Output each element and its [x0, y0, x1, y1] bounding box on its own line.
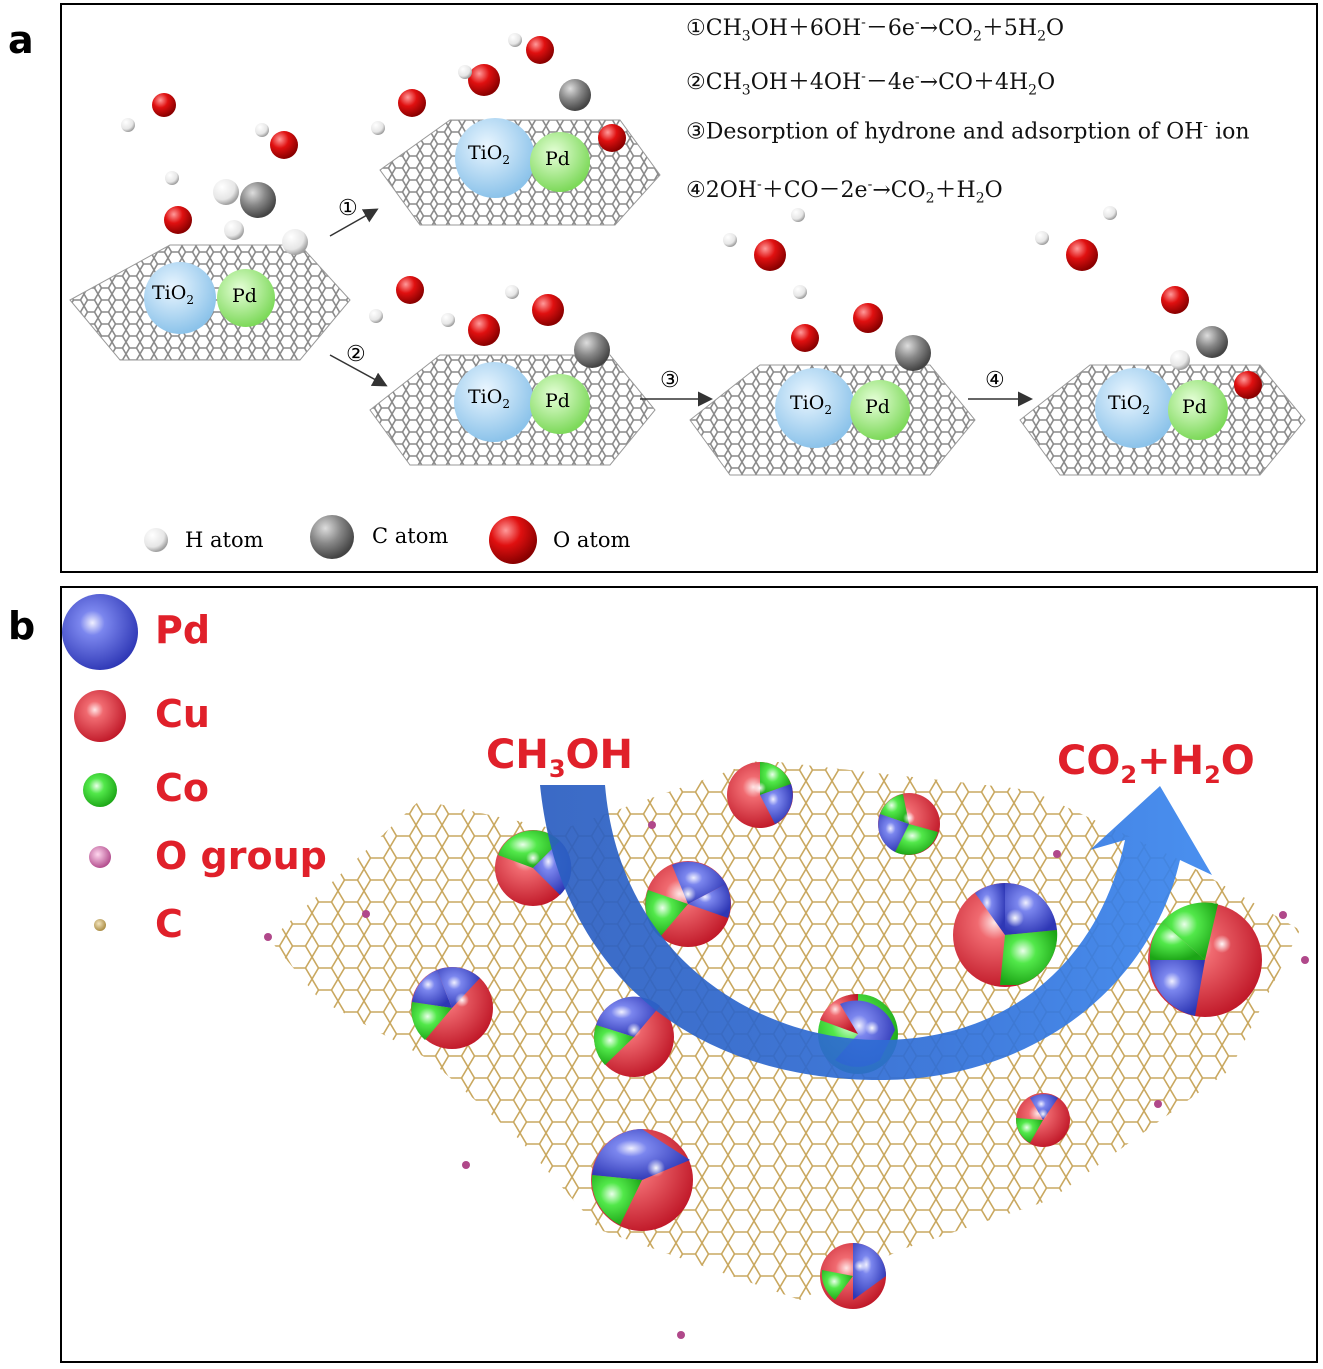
pd-label-2: Pd [545, 148, 570, 170]
equation-3: ③Desorption of hydrone and adsorption of… [686, 118, 1250, 145]
legend-o-group-label: O group [155, 834, 327, 878]
legend-co-label: Co [155, 766, 209, 810]
product-label: CO2+H2O [1057, 738, 1255, 789]
arrow-step-2 [329, 354, 388, 387]
panel-b-frame [60, 586, 1318, 1363]
tio2-label-2: TiO2 [468, 142, 510, 167]
step-label-3: ③ [660, 368, 680, 393]
legend-pd-sphere [62, 594, 138, 670]
tio2-label-4: TiO2 [790, 392, 832, 417]
tio2-label-1: TiO2 [152, 282, 194, 307]
catalyst-structure-1 [69, 93, 351, 361]
tio2-label-5: TiO2 [1108, 392, 1150, 417]
pd-label-1: Pd [232, 285, 257, 307]
legend-c-atom-label: C atom [372, 524, 449, 548]
legend-o-group-sphere [89, 846, 111, 868]
panel-a-label: a [8, 18, 34, 62]
catalyst-structure-2 [371, 33, 661, 226]
arrow-step-1 [329, 208, 379, 237]
reaction-arrow [540, 785, 1212, 1080]
step-label-4: ④ [985, 368, 1005, 393]
pd-label-5: Pd [1182, 396, 1207, 418]
legend-pd-label: Pd [155, 608, 211, 652]
legend-co-sphere [83, 773, 117, 807]
legend-h-atom-ball [144, 528, 168, 552]
legend-c-atom-ball [310, 515, 354, 559]
pd-label-3: Pd [545, 390, 570, 412]
equation-1: ①CH3OH＋6OH-－6e-→CO2＋5H2O [686, 14, 1065, 45]
legend-h-atom-label: H atom [185, 528, 264, 552]
legend-o-atom-ball [489, 516, 537, 564]
panel-a-frame [60, 3, 1318, 573]
legend-c-label: C [155, 902, 183, 946]
equation-2: ②CH3OH＋4OH-－4e-→CO＋4H2O [686, 68, 1056, 99]
legend-o-atom-label: O atom [553, 528, 631, 552]
catalyst-structure-3 [369, 276, 656, 466]
legend-cu-label: Cu [155, 692, 210, 736]
panel-b-label: b [8, 604, 36, 648]
step-label-2: ② [346, 342, 366, 367]
oxygen-groups [264, 821, 1309, 1339]
catalyst-structure-4 [689, 208, 976, 476]
step-label-1: ① [338, 196, 358, 221]
reactant-label: CH3OH [486, 732, 634, 783]
legend-c-sphere [94, 919, 106, 931]
pd-label-4: Pd [865, 396, 890, 418]
catalyst-structure-5 [1019, 206, 1306, 476]
legend-cu-sphere [74, 690, 126, 742]
equation-4: ④2OH-＋CO－2e-→CO2＋H2O [686, 176, 1003, 207]
tio2-label-3: TiO2 [468, 386, 510, 411]
